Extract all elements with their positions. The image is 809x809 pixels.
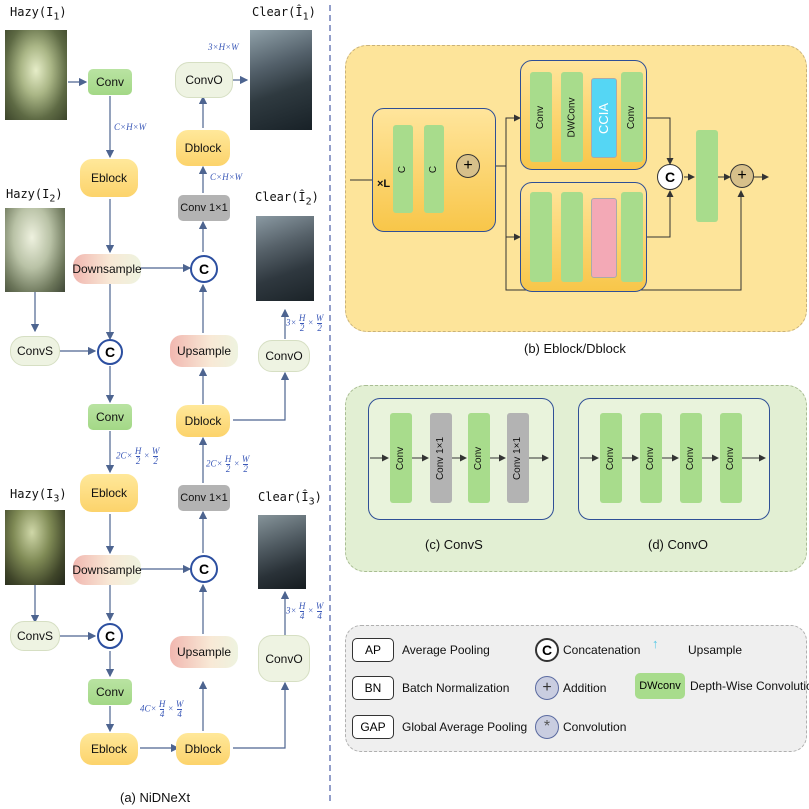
legend-key-gap: GAP bbox=[352, 715, 394, 739]
conv-node-3: Conv bbox=[88, 679, 132, 705]
convs-conv-bar-2: Conv bbox=[468, 413, 490, 503]
conv-c-bar-1: C bbox=[393, 125, 413, 213]
legend-panel bbox=[345, 625, 807, 752]
clear-label-2: Clear(Î2) bbox=[255, 190, 319, 208]
clear-image-3 bbox=[258, 515, 306, 589]
legend-text-dwconv: Depth-Wise Convolution bbox=[690, 679, 809, 693]
legend-text-convolution: Convolution bbox=[563, 720, 627, 734]
legend-convolution-icon: * bbox=[535, 715, 559, 739]
hazy-label-3: Hazy(I3) bbox=[10, 487, 67, 505]
convs-node-2: ConvS bbox=[10, 621, 60, 651]
legend-key-dwconv: DWconv bbox=[635, 673, 685, 699]
ccia-bar: CCIA bbox=[591, 78, 617, 158]
legend-text-concat: Concatenation bbox=[563, 643, 641, 657]
concat-icon-enc-1: C bbox=[97, 339, 123, 365]
bottom-bar-2 bbox=[561, 192, 583, 282]
caption-eblock: (b) Eblock/Dblock bbox=[524, 341, 626, 356]
dim-full-2: C×H×W bbox=[210, 172, 243, 182]
convo-node-3: ConvO bbox=[258, 635, 310, 682]
convo-conv-bar-4: Conv bbox=[720, 413, 742, 503]
concat-icon-dec-1: C bbox=[190, 255, 218, 283]
conv1x1-node-2: Conv 1×1 bbox=[178, 485, 230, 511]
downsample-node-2: Downsample bbox=[72, 555, 142, 585]
convo-node-1: ConvO bbox=[175, 62, 233, 98]
clear-image-2 bbox=[256, 216, 314, 301]
concat-icon-dec-2: C bbox=[190, 555, 218, 583]
addition-icon-outer: + bbox=[730, 164, 754, 188]
top-conv-bar-2: Conv bbox=[621, 72, 643, 162]
legend-text-upsample: Upsample bbox=[688, 643, 743, 657]
caption-convs: (c) ConvS bbox=[425, 537, 483, 552]
convo-conv-bar-3: Conv bbox=[680, 413, 702, 503]
bottom-bar-1 bbox=[530, 192, 552, 282]
convs-node-1: ConvS bbox=[10, 336, 60, 366]
upsample-node-2: Upsample bbox=[170, 636, 238, 668]
dblock-node-2: Dblock bbox=[176, 405, 230, 437]
eblock-node-3: Eblock bbox=[80, 733, 138, 765]
conv1x1-node-1: Conv 1×1 bbox=[178, 195, 230, 221]
hazy-image-1 bbox=[5, 30, 67, 120]
dim-full-1: C×H×W bbox=[114, 122, 147, 132]
conv-node-1: Conv bbox=[88, 69, 132, 95]
top-dwconv-bar: DWConv bbox=[561, 72, 583, 162]
legend-text-ap: Average Pooling bbox=[402, 643, 490, 657]
convo-conv-bar-1: Conv bbox=[600, 413, 622, 503]
legend-upsample-arrow-icon: ↑ bbox=[652, 636, 659, 651]
eblock-node-2: Eblock bbox=[80, 474, 138, 512]
legend-concat-icon: C bbox=[535, 638, 559, 662]
convo-conv-bar-2: Conv bbox=[640, 413, 662, 503]
eblock-node-1: Eblock bbox=[80, 159, 138, 197]
upsample-node-1: Upsample bbox=[170, 335, 238, 367]
conv-node-2: Conv bbox=[88, 404, 132, 430]
times-l-label: ×L bbox=[377, 178, 391, 190]
convs-conv1x1-bar-1: Conv 1×1 bbox=[430, 413, 452, 503]
legend-text-addition: Addition bbox=[563, 681, 607, 695]
hazy-image-2 bbox=[5, 208, 65, 292]
bottom-pink-bar bbox=[591, 198, 617, 278]
legend-key-bn: BN bbox=[352, 676, 394, 700]
fuse-conv-bar bbox=[696, 130, 718, 222]
convs-conv-bar-1: Conv bbox=[390, 413, 412, 503]
clear-image-1 bbox=[250, 30, 312, 130]
hazy-image-3 bbox=[5, 510, 65, 585]
clear-label-3: Clear(Î3) bbox=[258, 490, 322, 508]
clear-label-1: Clear(Î1) bbox=[252, 5, 316, 23]
caption-nidnext: (a) NiDNeXt bbox=[120, 790, 191, 805]
hazy-label-2: Hazy(I2) bbox=[6, 187, 63, 205]
top-conv-bar-1: Conv bbox=[530, 72, 552, 162]
dblock-node-1: Dblock bbox=[176, 130, 230, 166]
concat-icon-b: C bbox=[657, 164, 683, 190]
addition-icon-inner: + bbox=[456, 154, 480, 178]
downsample-node-1: Downsample bbox=[72, 254, 142, 284]
convs-conv1x1-bar-2: Conv 1×1 bbox=[507, 413, 529, 503]
conv-c-bar-2: C bbox=[424, 125, 444, 213]
bottom-bar-3 bbox=[621, 192, 643, 282]
legend-key-ap: AP bbox=[352, 638, 394, 662]
caption-convo: (d) ConvO bbox=[648, 537, 708, 552]
legend-text-gap: Global Average Pooling bbox=[402, 720, 528, 734]
dim-out-full: 3×H×W bbox=[208, 42, 239, 52]
hazy-label-1: Hazy(I1) bbox=[10, 5, 67, 23]
convo-node-2: ConvO bbox=[258, 340, 310, 372]
dblock-node-3: Dblock bbox=[176, 733, 230, 765]
legend-addition-icon: + bbox=[535, 676, 559, 700]
legend-text-bn: Batch Normalization bbox=[402, 681, 510, 695]
concat-icon-enc-2: C bbox=[97, 623, 123, 649]
